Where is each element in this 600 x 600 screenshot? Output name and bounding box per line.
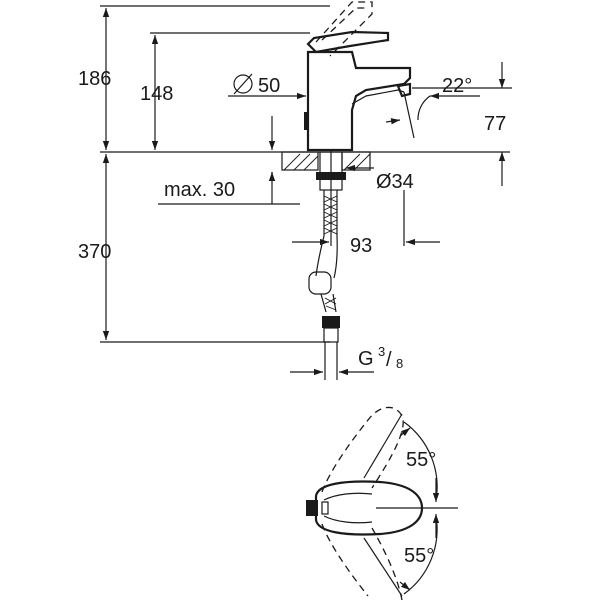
hose-length-label: 370 <box>78 241 111 263</box>
faucet-top-inner <box>323 492 373 524</box>
angle-top-extension <box>363 413 403 479</box>
aerator <box>396 82 412 98</box>
body-side-detail <box>304 112 309 130</box>
hose-weight <box>308 271 332 295</box>
raised-lever-outline-inner <box>321 7 366 41</box>
lever-angle-top-label: 55° <box>406 449 436 471</box>
overall-height-label: 186 <box>78 68 111 90</box>
hole-diameter-label: Ø34 <box>376 171 414 193</box>
hose-lower-braid <box>324 297 337 311</box>
thread-prefix-label: G <box>358 348 374 370</box>
diameter-symbol-slash <box>233 73 253 95</box>
lever-handle <box>306 30 390 54</box>
top-view-indicator <box>306 500 318 516</box>
hose-connector-nut <box>322 316 340 328</box>
body-diameter-label: 50 <box>258 75 280 97</box>
outlet-height-label: 77 <box>484 113 506 135</box>
lever-angle-bottom-label: 55° <box>404 545 434 567</box>
angle-leader-low <box>385 118 401 125</box>
top-view-indicator-slot <box>321 501 329 515</box>
spout-axis-line <box>403 91 415 139</box>
angle-bottom-extension <box>363 537 403 597</box>
spout-height-label: 148 <box>140 83 173 105</box>
thread-fraction-slash: / <box>386 349 392 371</box>
angle-bottom-arrow-b <box>399 581 411 591</box>
lever-rotated-up <box>321 406 404 493</box>
spout-reach-label: 93 <box>350 235 372 257</box>
thread-numerator-label: 3 <box>378 344 385 359</box>
faucet-top-outline <box>314 480 424 536</box>
angle-bottom-arc <box>403 515 438 595</box>
braided-hose <box>315 190 338 279</box>
angle-top-arrow-a <box>399 427 411 437</box>
spout-underside <box>351 89 405 105</box>
angle-arc <box>417 95 431 121</box>
hose-connector-body <box>323 327 339 343</box>
raised-lever-outline <box>315 1 373 57</box>
thread-denominator-label: 8 <box>396 356 403 371</box>
side-view: 186 148 50 22° 77 <box>78 1 512 380</box>
deck-left-section <box>281 151 319 171</box>
faucet-body <box>306 50 412 152</box>
top-view: 55° 55° <box>306 406 458 600</box>
spout-angle-label: 22° <box>442 75 472 97</box>
angle-top-arc <box>403 421 438 501</box>
deck-thickness-label: max. 30 <box>164 179 235 201</box>
diameter-symbol-circle <box>233 74 253 94</box>
